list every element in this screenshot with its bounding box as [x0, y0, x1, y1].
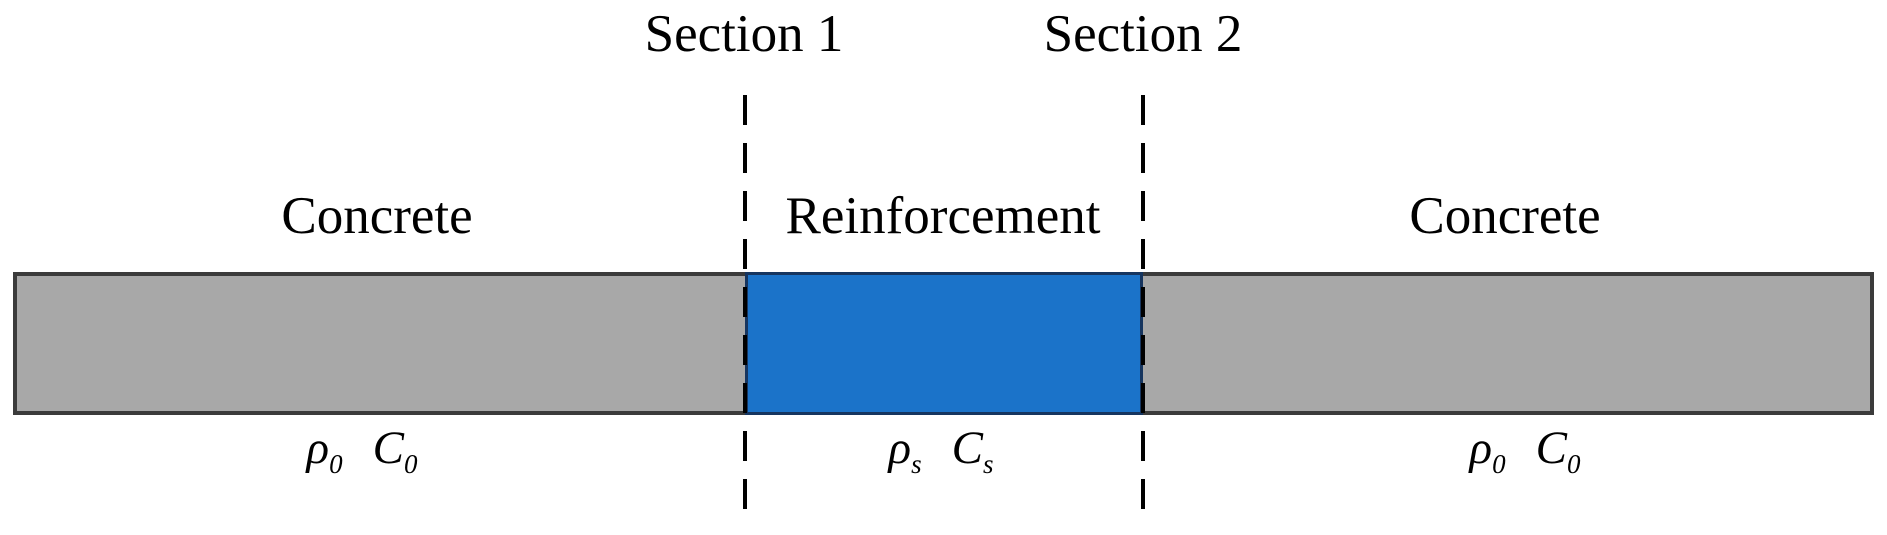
concrete-right-label: Concrete	[1409, 187, 1601, 245]
capacity-subscript: 0	[1566, 449, 1581, 479]
capacity-subscript: 0	[403, 449, 418, 479]
capacity-symbol: C	[372, 422, 404, 474]
capacity-symbol: C	[951, 422, 983, 474]
capacity-subscript: s	[982, 449, 994, 479]
density-subscript: s	[911, 449, 922, 479]
capacity-symbol: C	[1535, 422, 1567, 474]
density-symbol: ρ	[888, 422, 912, 474]
concrete-left-label: Concrete	[281, 187, 473, 245]
density-subscript: 0	[1492, 449, 1506, 479]
section-2-label: Section 2	[1043, 5, 1243, 63]
density-subscript: 0	[329, 449, 343, 479]
reinforcement-label: Reinforcement	[785, 187, 1101, 245]
section-1-dashed-line	[743, 95, 747, 525]
density-symbol: ρ	[1469, 422, 1493, 474]
reinforcement-segment	[745, 272, 1143, 415]
density-symbol: ρ	[306, 422, 330, 474]
section-1-label: Section 1	[644, 5, 844, 63]
section-2-dashed-line	[1141, 95, 1145, 525]
